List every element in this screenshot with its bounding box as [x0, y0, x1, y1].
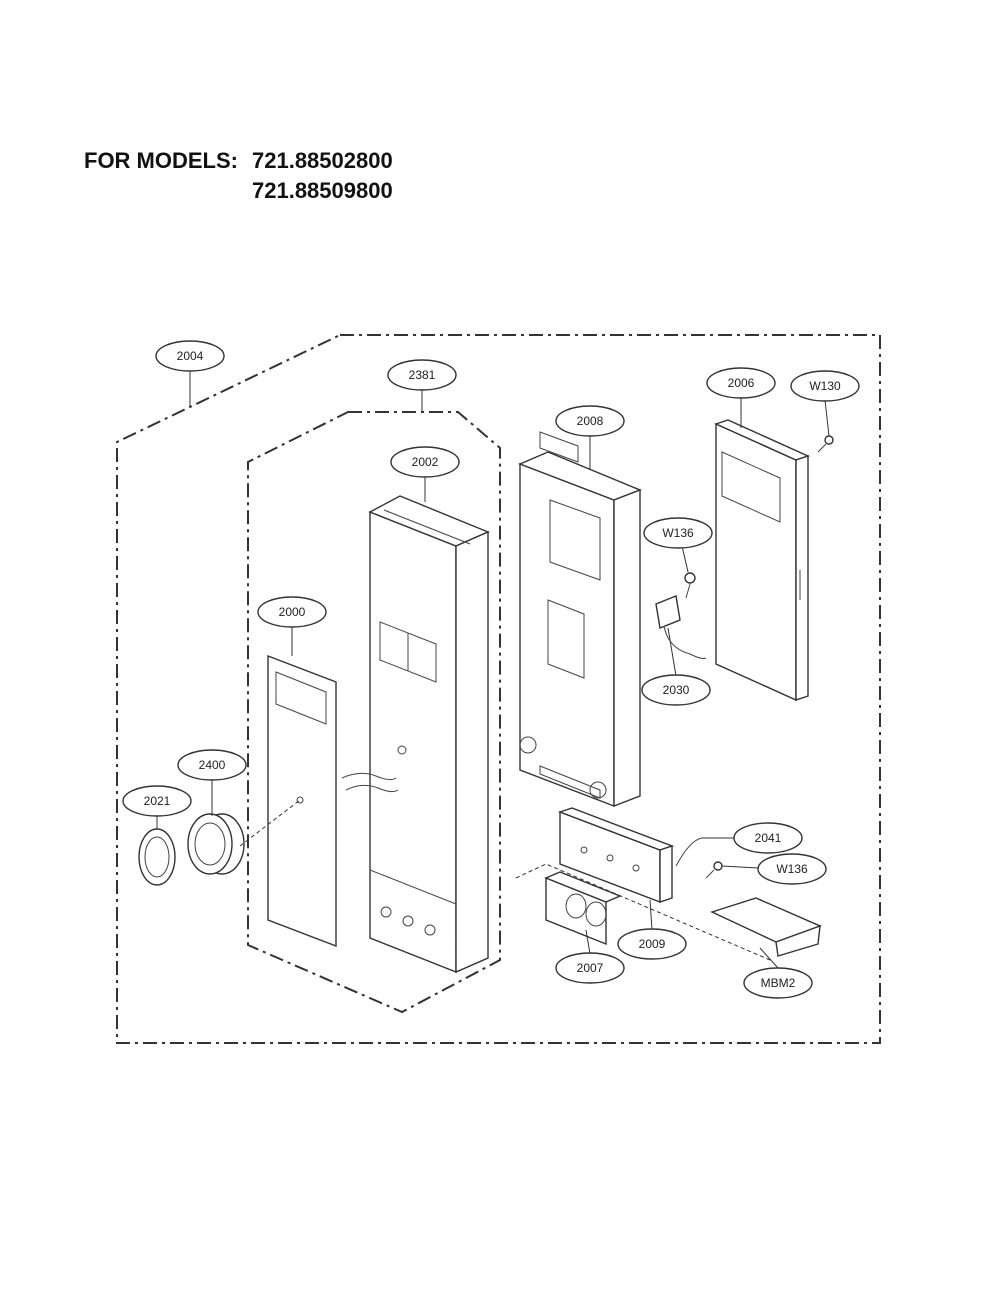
- callout-2009: 2009: [617, 928, 687, 960]
- callout-2000-text: 2000: [279, 605, 306, 619]
- callout-w130-text: W130: [809, 379, 841, 393]
- callout-2006: 2006: [706, 367, 776, 399]
- part-2021-ring: [138, 828, 176, 886]
- callout-2381-text: 2381: [409, 368, 436, 382]
- callout-2004: 2004: [155, 340, 225, 372]
- part-w130-screw: [817, 435, 834, 453]
- callout-2021-text: 2021: [144, 794, 171, 808]
- callout-2041-text: 2041: [755, 831, 782, 845]
- callout-2030: 2030: [641, 674, 711, 706]
- callout-2400: 2400: [177, 749, 247, 781]
- models-prefix: FOR MODELS:: [84, 148, 238, 173]
- callout-2008: 2008: [555, 405, 625, 437]
- part-2008-bracket: [518, 431, 642, 808]
- part-2030-switch: [655, 595, 707, 659]
- model-number-2: 721.88509800: [252, 178, 393, 203]
- callout-2400-text: 2400: [199, 758, 226, 772]
- part-2041-board: [557, 807, 703, 904]
- callout-2006-text: 2006: [728, 376, 755, 390]
- part-w136-screw-lower: [705, 861, 723, 879]
- callout-2381: 2381: [387, 359, 457, 391]
- part-2400-knob: [187, 813, 245, 875]
- part-2000-panel: [267, 654, 407, 948]
- assembly-boundary-2004: [116, 334, 881, 1044]
- assembly-boundary-2381: [247, 411, 501, 1014]
- callout-2002: 2002: [390, 446, 460, 478]
- callout-2009-text: 2009: [639, 937, 666, 951]
- callout-2007-text: 2007: [577, 961, 604, 975]
- model-number-1: 721.88502800: [252, 148, 393, 173]
- callout-2007: 2007: [555, 952, 625, 984]
- callout-w130: W130: [790, 370, 860, 402]
- callout-2000: 2000: [257, 596, 327, 628]
- part-2002-frame: [368, 495, 490, 974]
- leader-lines: [156, 371, 830, 969]
- callout-w136-lower-text: W136: [776, 862, 808, 876]
- callout-2030-text: 2030: [663, 683, 690, 697]
- callout-w136-upper-text: W136: [662, 526, 694, 540]
- models-header: FOR MODELS: 721.88502800 721.88509800: [84, 146, 393, 206]
- callout-mbm2: MBM2: [743, 967, 813, 999]
- part-w136-screw-upper: [684, 572, 696, 599]
- callout-2004-text: 2004: [177, 349, 204, 363]
- part-mbm2: [710, 897, 822, 957]
- callout-2041: 2041: [733, 822, 803, 854]
- callout-2021: 2021: [122, 785, 192, 817]
- callout-w136-upper: W136: [643, 517, 713, 549]
- callout-mbm2-text: MBM2: [761, 976, 796, 990]
- callout-2008-text: 2008: [577, 414, 604, 428]
- part-2006-panel: [714, 419, 810, 702]
- callout-w136-lower: W136: [757, 853, 827, 885]
- callout-2002-text: 2002: [412, 455, 439, 469]
